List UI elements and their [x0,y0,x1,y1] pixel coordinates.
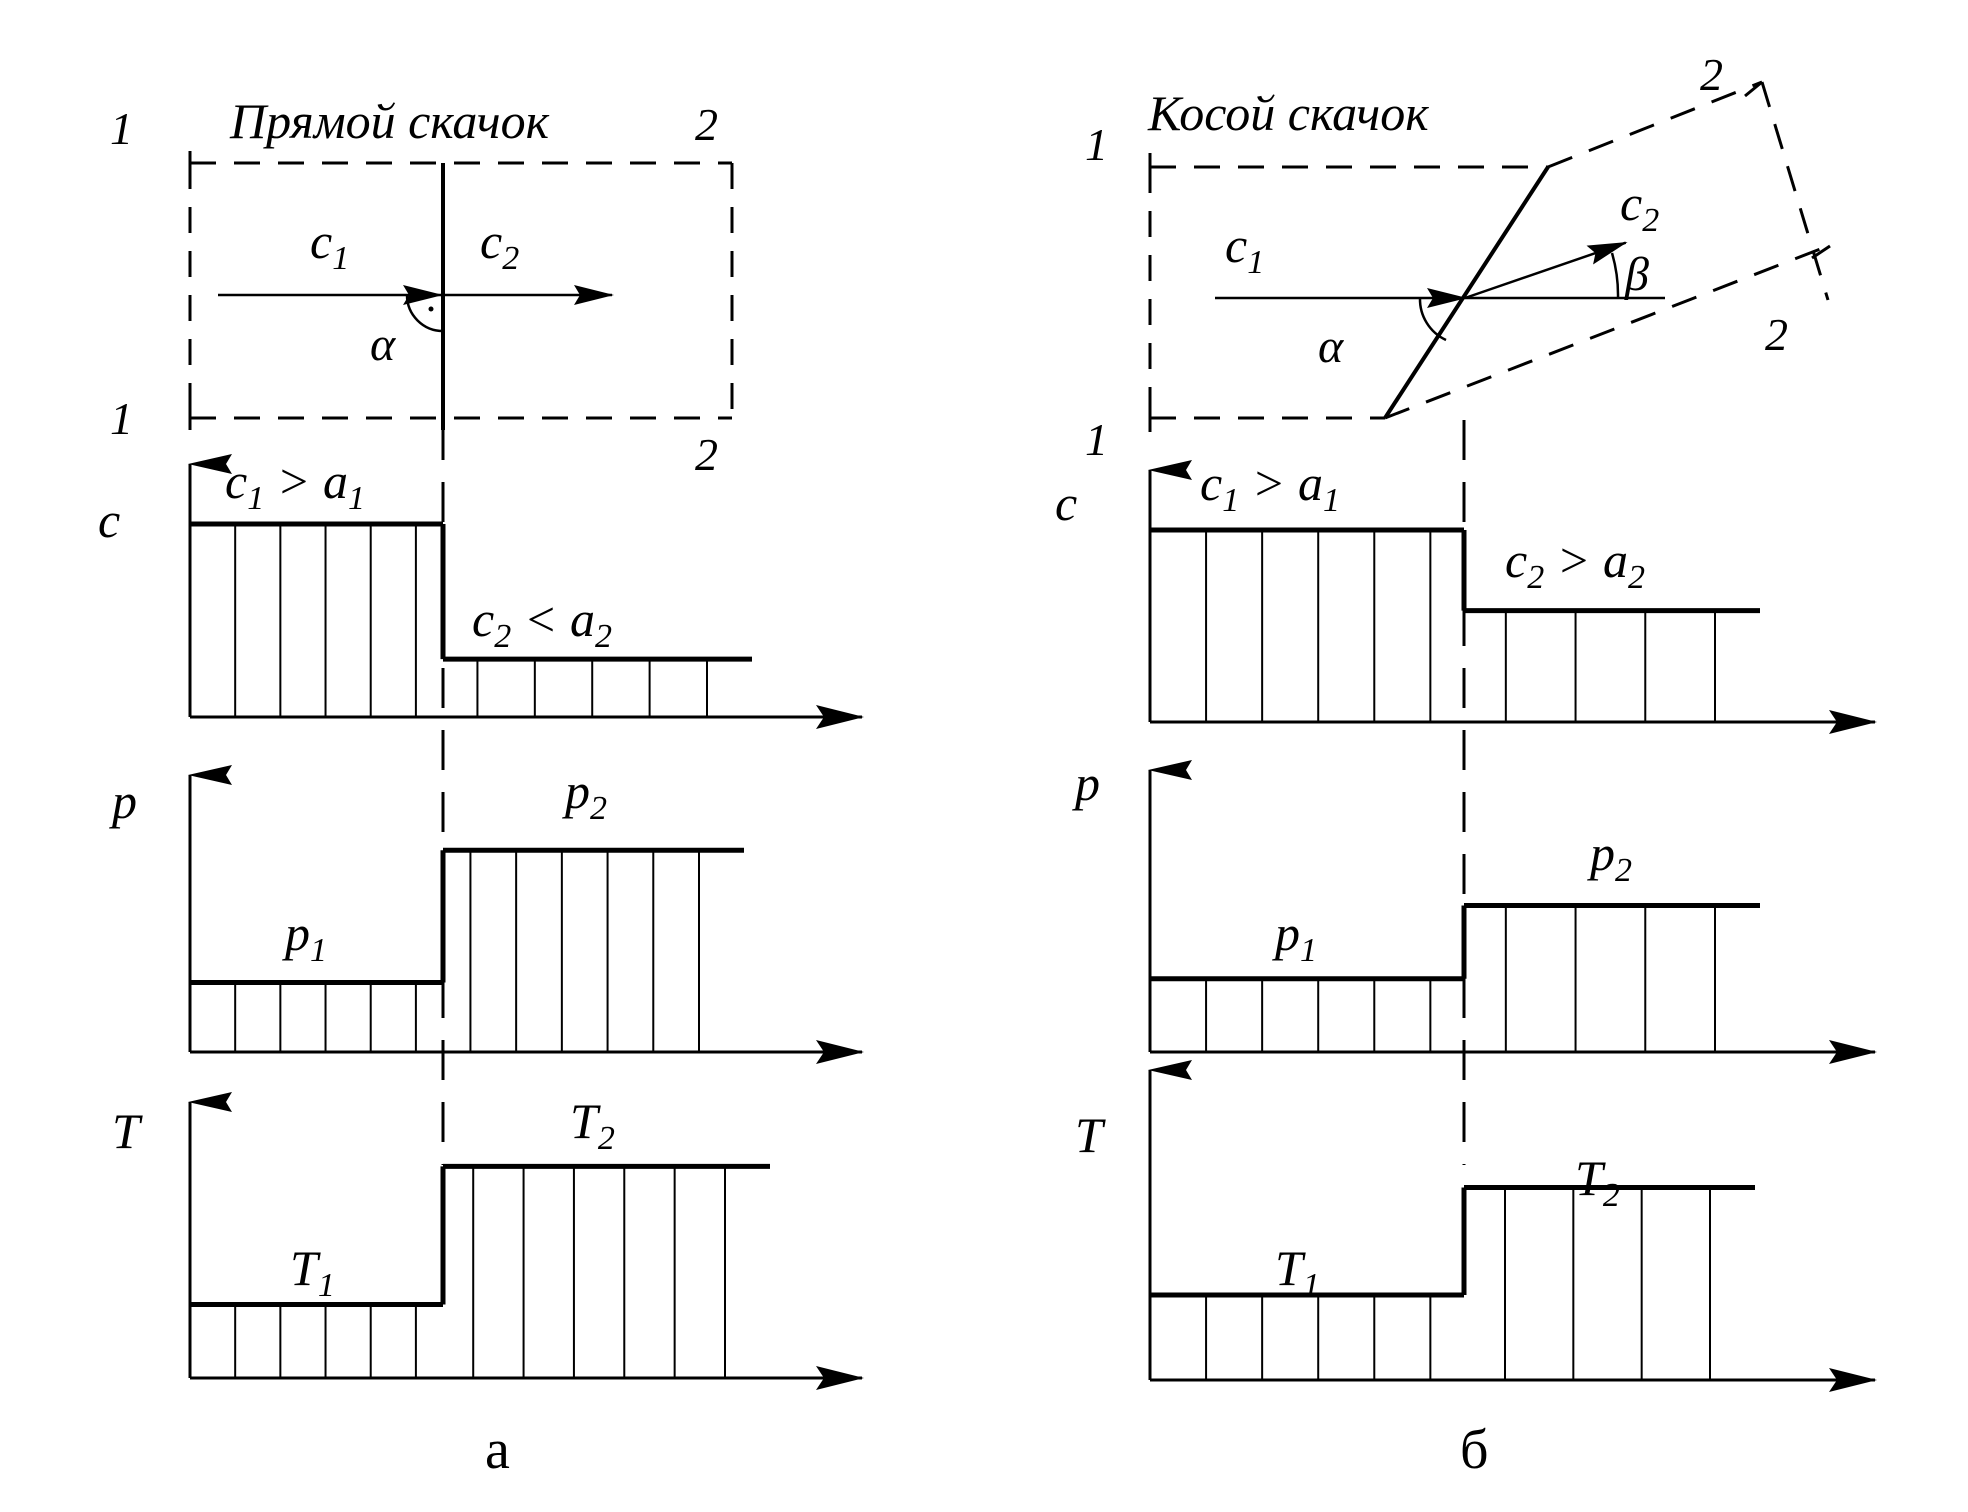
panel-b-section-1-top: 1 [1085,119,1108,170]
panel-a-plot-T-left-label: T1 [290,1240,335,1304]
panel-b-velocity-c2-arrow [1464,241,1628,300]
panel-b: Косой скачок 1 2 1 2 б [1085,49,1788,1481]
panel-a-plot-T-right-label: T2 [570,1093,615,1157]
panel-a-right-angle-dot [428,306,434,312]
panel-b-alpha-label: α [1318,320,1344,373]
panel-b-plot-T-left-label: T1 [1275,1240,1320,1304]
panel-b-shock-line [1383,165,1550,420]
panel-b-plot-c-left-label: c1 > a1 [1200,455,1340,519]
panel-a-section-1-bottom: 1 [110,393,133,444]
panel-b-section-tick [1744,80,1763,98]
panel-b-plot-p-axis-label: p [1072,755,1100,811]
panel-a-title: Прямой скачок [229,93,550,149]
panel-a-caption: а [485,1419,510,1481]
panel-a-alpha-label: α [370,318,396,371]
panel-b-plot-T-axis-label: T [1075,1107,1106,1163]
panel-a-angle-alpha-arc [405,294,444,333]
panel-b-section-2-top: 2 [1700,49,1723,100]
panel-a: Прямой скачок 1 2 1 2 а [110,93,718,1481]
panel-b-caption: б [1460,1419,1489,1481]
panel-a-plot-p-right-label: p2 [562,763,607,827]
panel-a-c1-label: c1 [310,213,349,277]
panel-b-beta-label: β [1624,248,1649,301]
panel-b-angle-alpha-arc [1418,297,1447,342]
panel-a-plot-p-axis-label: p [109,773,137,829]
panel-b-plot-c-axis-label: c [1055,475,1077,531]
panel-b-control-box-2-right [1760,81,1830,301]
panel-b-control-box-2-bottom [1384,244,1829,420]
panel-a-plot-p-left-label: p1 [282,905,327,969]
panel-b-title: Косой скачок [1147,85,1429,141]
panel-b-c2-label: c2 [1620,175,1659,239]
panel-b-control-box-2-top [1547,80,1763,169]
panel-a-c2-label: c2 [480,213,519,277]
panel-a-plot-c-right-label: c2 < a2 [472,591,612,655]
panel-b-c1-label: c1 [1225,217,1264,281]
panel-a-section-1-top: 1 [110,103,133,154]
panel-b-plot-c-right-label: c2 > a2 [1505,532,1645,596]
panel-b-section-tick [1811,244,1831,260]
panel-a-plot-c-axis-label: c [98,492,120,548]
panel-a-section-2-bottom: 2 [695,429,718,480]
panel-b-plot-T-right-label: T2 [1575,1150,1620,1214]
panel-b-section-1-bottom: 1 [1085,414,1108,465]
panel-b-section-2-bottom: 2 [1765,309,1788,360]
panel-a-plot-T-axis-label: T [112,1103,143,1159]
panel-b-angle-beta-arc [1610,252,1620,299]
panel-b-plot-p-left-label: p1 [1272,905,1317,969]
panel-a-plot-c-left-label: c1 > a1 [225,453,365,517]
panel-a-section-2-top: 2 [695,99,718,150]
panel-b-plot-p-right-label: p2 [1587,825,1632,889]
